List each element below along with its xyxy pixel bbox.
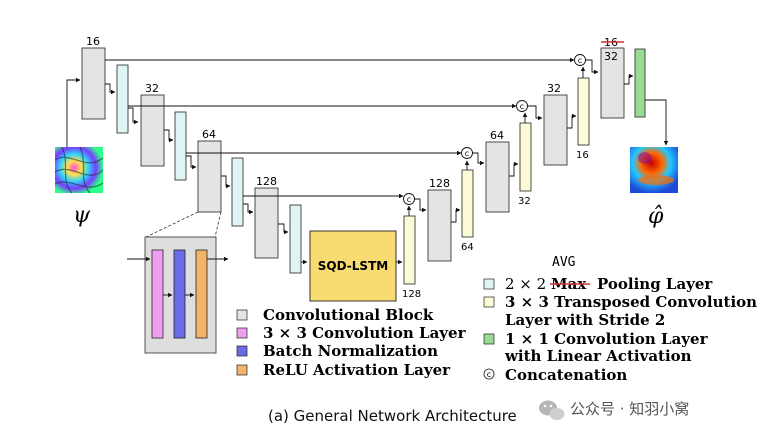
- legend-label-conv-block: Convolutional Block: [263, 306, 434, 324]
- legend-swatch-pool: [483, 278, 495, 290]
- upsample-channels-1: 128: [402, 289, 421, 300]
- watermark-text: 公众号 · 知羽小窝: [570, 400, 689, 418]
- input-phase-image: [54, 146, 104, 194]
- encoder-filters-1: 16: [86, 35, 100, 48]
- concat-node-1-label: c: [407, 195, 411, 204]
- flow-arrow: [624, 73, 634, 85]
- input-symbol: ψ: [73, 203, 91, 228]
- decoder-tconv-3: [519, 122, 532, 192]
- decoder-conv-block-4: [600, 47, 625, 119]
- legend-conv1-line2: with Linear Activation: [504, 347, 692, 365]
- concat-node-2-label: c: [465, 149, 469, 158]
- input-connector: [66, 77, 81, 147]
- encoder-conv-block-4: [254, 187, 279, 259]
- legend-label-conv3x3: 3 × 3 Convolution Layer: [263, 324, 467, 342]
- encoder-conv-block-3: [197, 140, 222, 213]
- decoder-filters-4: 32: [604, 50, 618, 63]
- legend-swatch-relu: [236, 364, 248, 376]
- legend-swatch-conv3x3: [236, 327, 248, 339]
- encoder-pool-2: [174, 111, 187, 181]
- flow-arrow: [105, 83, 116, 95]
- flow-arrow: [243, 203, 254, 215]
- flow-arrow: [567, 113, 577, 129]
- sqd-lstm-block: [309, 230, 397, 302]
- wechat-icon: [539, 400, 565, 420]
- decoder-conv-block-2: [485, 141, 510, 213]
- flow-arrow: [128, 107, 139, 125]
- conv-block-detail: [127, 236, 229, 354]
- encoder-pool-1: [116, 64, 129, 134]
- decoder-filters-2: 64: [490, 129, 504, 142]
- decoder-tconv-2: [461, 169, 474, 238]
- encoder-pool-3: [231, 157, 244, 227]
- flow-arrow: [585, 59, 599, 75]
- flow-arrow: [221, 175, 231, 189]
- flow-arrow: [509, 161, 519, 177]
- flow-arrow: [527, 105, 543, 121]
- legend-concat-icon-label: c: [487, 370, 491, 379]
- encoder-filters-4: 128: [256, 175, 277, 188]
- detail-conv3x3: [151, 249, 164, 339]
- detail-batchnorm: [173, 249, 186, 339]
- figure-caption: (a) General Network Architecture: [268, 407, 517, 425]
- legend-conv1-line1: 1 × 1 Convolution Layer: [505, 330, 709, 348]
- detail-relu: [195, 249, 208, 339]
- legend-pool-prefix: 2 × 2: [505, 275, 546, 293]
- decoder-conv-block-3: [543, 94, 568, 166]
- encoder-filters-2: 32: [145, 82, 159, 95]
- zoom-guide-left: [145, 211, 199, 238]
- encoder-filters-3: 64: [202, 128, 216, 141]
- output-phase-image: [630, 147, 678, 193]
- flow-arrow: [414, 198, 427, 213]
- encoder-conv-block-2: [140, 94, 165, 167]
- output-symbol: φ̂: [648, 204, 664, 229]
- upsample-channels-2: 64: [461, 242, 474, 253]
- decoder-filters-3: 32: [547, 82, 561, 95]
- legend-label-relu: ReLU Activation Layer: [263, 361, 451, 379]
- output-connector: [645, 99, 669, 146]
- legend-concat-icon: [483, 368, 495, 380]
- encoder-pool-4: [289, 204, 302, 274]
- legend-tconv-line1: 3 × 3 Transposed Convolution: [505, 293, 757, 311]
- legend-swatch-conv1x1: [483, 333, 495, 345]
- legend-pool-suffix: Pooling Layer: [597, 275, 713, 293]
- flow-arrow: [451, 207, 461, 223]
- flow-arrow: [278, 223, 289, 235]
- legend-right: AVG 2 × 2 Max Pooling Layer 3 × 3 Transp…: [483, 255, 757, 384]
- sqd-lstm-label: SQD-LSTM: [318, 259, 388, 273]
- flow-arrow: [164, 129, 174, 143]
- legend-swatch-batchnorm: [236, 345, 248, 357]
- legend-label-batchnorm: Batch Normalization: [263, 342, 438, 360]
- legend-tconv-line2: Layer with Stride 2: [505, 311, 665, 329]
- output-conv-1x1: [634, 48, 646, 118]
- pool-annotation: AVG: [552, 255, 576, 270]
- decoder-filters-1: 128: [429, 177, 450, 190]
- encoder-conv-block-1: [81, 47, 106, 120]
- concat-node-3-label: c: [520, 102, 524, 111]
- flow-arrow: [472, 152, 485, 166]
- decoder-tconv-4: [577, 77, 590, 146]
- decoder-conv-block-1: [427, 189, 452, 262]
- legend-left: Convolutional Block 3 × 3 Convolution La…: [236, 306, 467, 379]
- concat-node-4-label: c: [578, 56, 582, 65]
- zoom-guide-right: [214, 211, 222, 238]
- decoder-tconv-1: [403, 215, 416, 285]
- legend-concat-label: Concatenation: [505, 366, 627, 384]
- upsample-channels-4: 16: [576, 150, 589, 161]
- legend-swatch-tconv: [483, 296, 495, 308]
- flow-arrow: [186, 155, 197, 170]
- upsample-channels-3: 32: [518, 196, 531, 207]
- legend-swatch-conv-block: [236, 309, 248, 321]
